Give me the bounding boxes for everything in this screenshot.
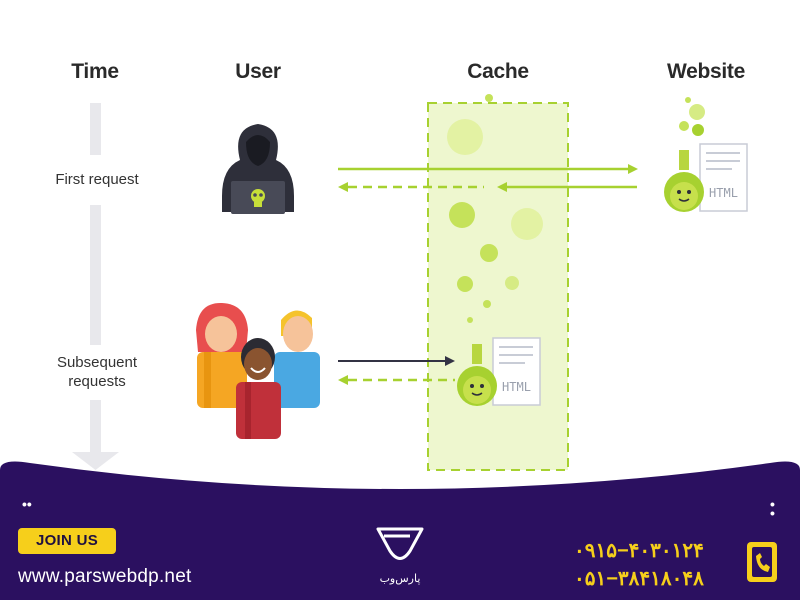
website-potion-html xyxy=(664,143,748,212)
phone-number-1[interactable]: ۰۹۱۵−۴۰۳۰۱۲۴ xyxy=(574,540,704,562)
first-request-arrows xyxy=(338,164,638,192)
html-document-label: HTML xyxy=(709,186,738,200)
phone-book-icon xyxy=(747,542,777,582)
header-time: Time xyxy=(71,60,119,83)
time-label-first-request: First request xyxy=(55,171,139,188)
brand-name: پارس‌وب xyxy=(379,572,421,585)
brand-logo-icon xyxy=(376,527,424,560)
header-website: Website xyxy=(666,60,746,83)
time-axis xyxy=(72,103,119,470)
decor-dots-left: •• xyxy=(22,496,32,512)
header-user: User xyxy=(235,60,281,83)
decor-dots-right: •• xyxy=(770,496,775,521)
website-url-link[interactable]: www.parswebdp.net xyxy=(18,566,192,587)
cache-bubbles xyxy=(447,94,705,323)
group-users-icon xyxy=(196,302,320,439)
join-us-button[interactable]: JOIN US xyxy=(18,528,116,554)
html-document-label: HTML xyxy=(502,380,531,394)
subsequent-request-arrows xyxy=(338,356,455,385)
potion-flask-icon xyxy=(679,150,689,170)
footer-background xyxy=(0,461,800,600)
cache-potion-html xyxy=(457,337,541,406)
time-arrowhead xyxy=(72,452,119,470)
html-document-icon xyxy=(699,143,748,212)
html-document-icon xyxy=(492,337,541,406)
time-label-subsequent: Subsequent xyxy=(56,354,138,371)
potion-flask-icon xyxy=(472,344,482,364)
phone-number-2[interactable]: ۰۵۱−۳۸۴۱۸۰۴۸ xyxy=(574,568,704,590)
cache-zone xyxy=(427,102,569,471)
time-label-requests: requests xyxy=(68,373,126,390)
hacker-user-icon xyxy=(222,124,294,214)
header-cache: Cache xyxy=(467,60,529,83)
